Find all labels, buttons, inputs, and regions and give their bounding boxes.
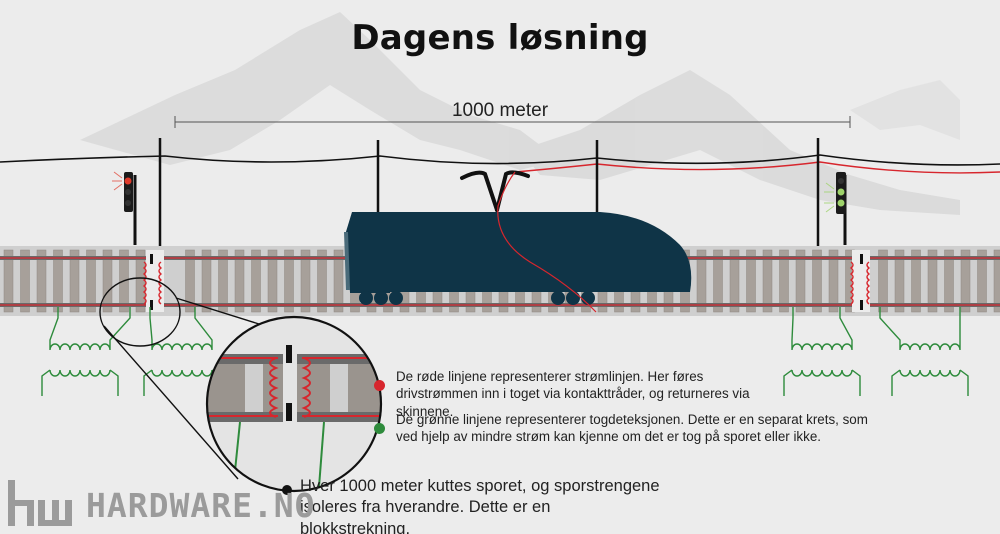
block-joint-left (142, 250, 164, 312)
track-sleeper (3, 249, 14, 313)
zoom-detail (207, 317, 381, 491)
legend-item-detection: De grønne linjene representerer togdetek… (374, 411, 894, 451)
block-legend-text: Hver 1000 meter kuttes sporet, og sporst… (300, 477, 660, 534)
track-sleeper (86, 249, 96, 313)
track-sleeper (201, 249, 212, 313)
track-sleeper (729, 249, 740, 313)
track-circuit-coil (879, 307, 969, 396)
track-sleeper (795, 249, 806, 313)
track-sleeper (960, 249, 971, 313)
track-sleeper (993, 249, 1000, 313)
detection-legend-dot (374, 423, 385, 434)
mountain-background (80, 12, 960, 215)
track-sleeper (234, 249, 245, 313)
track-circuit-coil (41, 307, 131, 396)
track-sleeper (927, 249, 938, 313)
pantograph (460, 170, 530, 212)
track-sleeper (251, 249, 261, 313)
track-sleeper (746, 249, 756, 313)
track-sleeper (102, 249, 113, 313)
signal-right (824, 172, 847, 245)
track-sleeper (69, 249, 80, 313)
track-sleeper (812, 249, 822, 313)
block-joint-right (849, 250, 871, 312)
track-circuit-coil (783, 307, 861, 396)
track-sleeper (300, 249, 311, 313)
track-sleeper (878, 249, 888, 313)
legend-item-power: De røde linjene representerer strømlinje… (374, 368, 794, 419)
track-sleeper (36, 249, 47, 313)
track-sleeper (696, 249, 707, 313)
train-detection-circuits (41, 307, 969, 396)
track-circuit-coil (143, 307, 221, 396)
zoom-circle (205, 315, 383, 493)
power-legend-dot (374, 380, 385, 391)
track-sleeper (944, 249, 954, 313)
power-current-path (497, 171, 597, 313)
track-sleeper (284, 249, 294, 313)
track-sleeper (20, 249, 30, 313)
train (344, 212, 692, 305)
track-sleeper (911, 249, 921, 313)
signal-left (112, 171, 137, 245)
track-sleeper (762, 249, 773, 313)
track-sleeper (333, 249, 344, 313)
block-legend-dot (282, 485, 292, 495)
track-sleeper (894, 249, 905, 313)
track-sleeper (713, 249, 723, 313)
track-sleeper (267, 249, 278, 313)
track-sleeper (317, 249, 327, 313)
detection-legend-text: De grønne linjene representerer togdetek… (396, 412, 868, 445)
track-sleeper (828, 249, 839, 313)
legend-item-block: Hver 1000 meter kuttes sporet, og sporst… (282, 476, 662, 534)
distance-label: 1000 meter (451, 100, 549, 121)
logo-text: HARDWARE.NO (86, 486, 316, 525)
page-title: Dagens løsning (351, 18, 649, 58)
distance-bracket (174, 116, 851, 128)
track-sleeper (977, 249, 987, 313)
track-sleeper (779, 249, 789, 313)
power-legend-text: De røde linjene representerer strømlinje… (396, 369, 750, 419)
track-sleeper (185, 249, 195, 313)
hw-logo-icon (8, 480, 72, 526)
